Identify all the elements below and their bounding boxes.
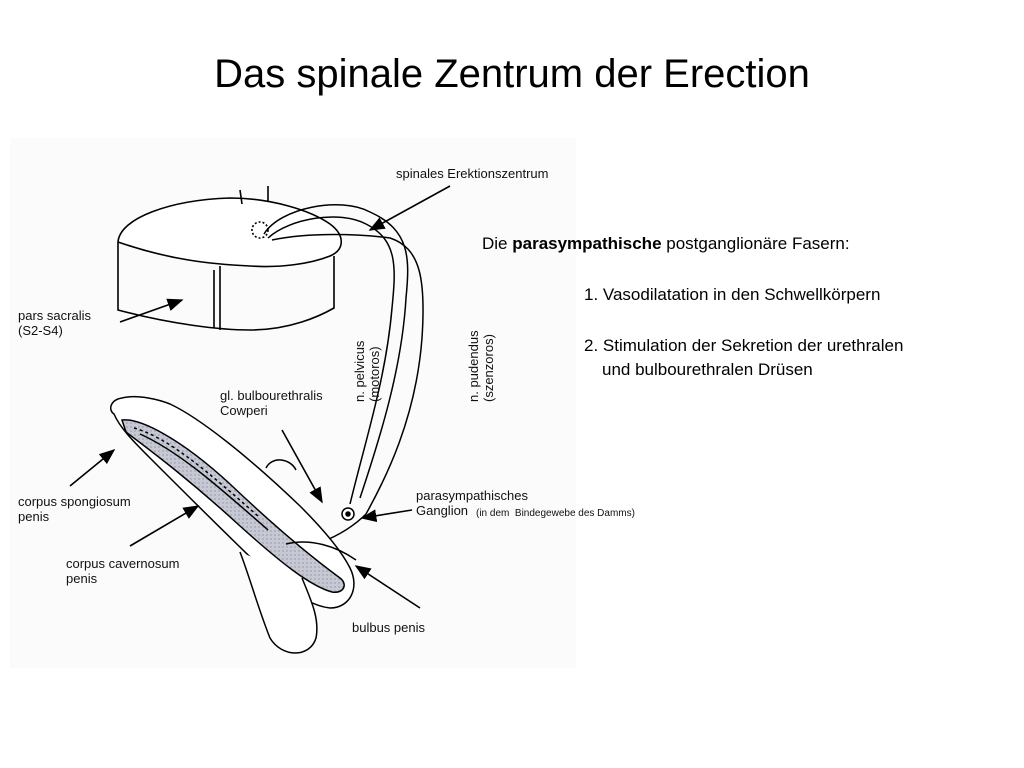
list-item-2-line-2: und bulbourethralen Drüsen [602, 360, 813, 379]
list-item-2-line-1: 2. Stimulation der Sekretion der urethra… [584, 336, 904, 355]
list-item-1: 1. Vasodilatation in den Schwellkörpern [584, 285, 881, 304]
intro-suffix: postganglionäre Fasern: [661, 234, 850, 253]
slide-title: Das spinale Zentrum der Erection [214, 52, 810, 96]
label-corpus-spongiosum: corpus spongiosum penis [18, 494, 131, 524]
diagram-drawing [69, 185, 451, 654]
label-ganglion: parasympathisches Ganglion [416, 488, 528, 518]
label-n-pelvicus: n. pelvicus (motoros) [352, 340, 382, 402]
intro-prefix: Die [482, 234, 513, 253]
anatomy-diagram: spinales Erektionszentrum pars sacralis … [10, 138, 635, 668]
text-panel: Die parasympathische postganglionäre Fas… [482, 232, 1012, 382]
penis-drawing [109, 395, 357, 654]
label-ganglion-note: (in dem Bindegewebe des Damms) [476, 508, 635, 519]
label-gl-bulbourethralis: gl. bulbourethralis Cowperi [220, 388, 323, 418]
label-corpus-cavernosum: corpus cavernosum penis [66, 556, 180, 586]
label-bulbus-penis: bulbus penis [352, 620, 425, 635]
intro-bold: parasympathische [512, 234, 662, 253]
spinal-cord-segment [117, 186, 343, 331]
label-pars-sacralis: pars sacralis (S2-S4) [18, 308, 91, 338]
label-spinal-center: spinales Erektionszentrum [396, 166, 549, 181]
pointer-arrows [69, 185, 451, 609]
intro-line: Die parasympathische postganglionäre Fas… [482, 232, 1012, 256]
